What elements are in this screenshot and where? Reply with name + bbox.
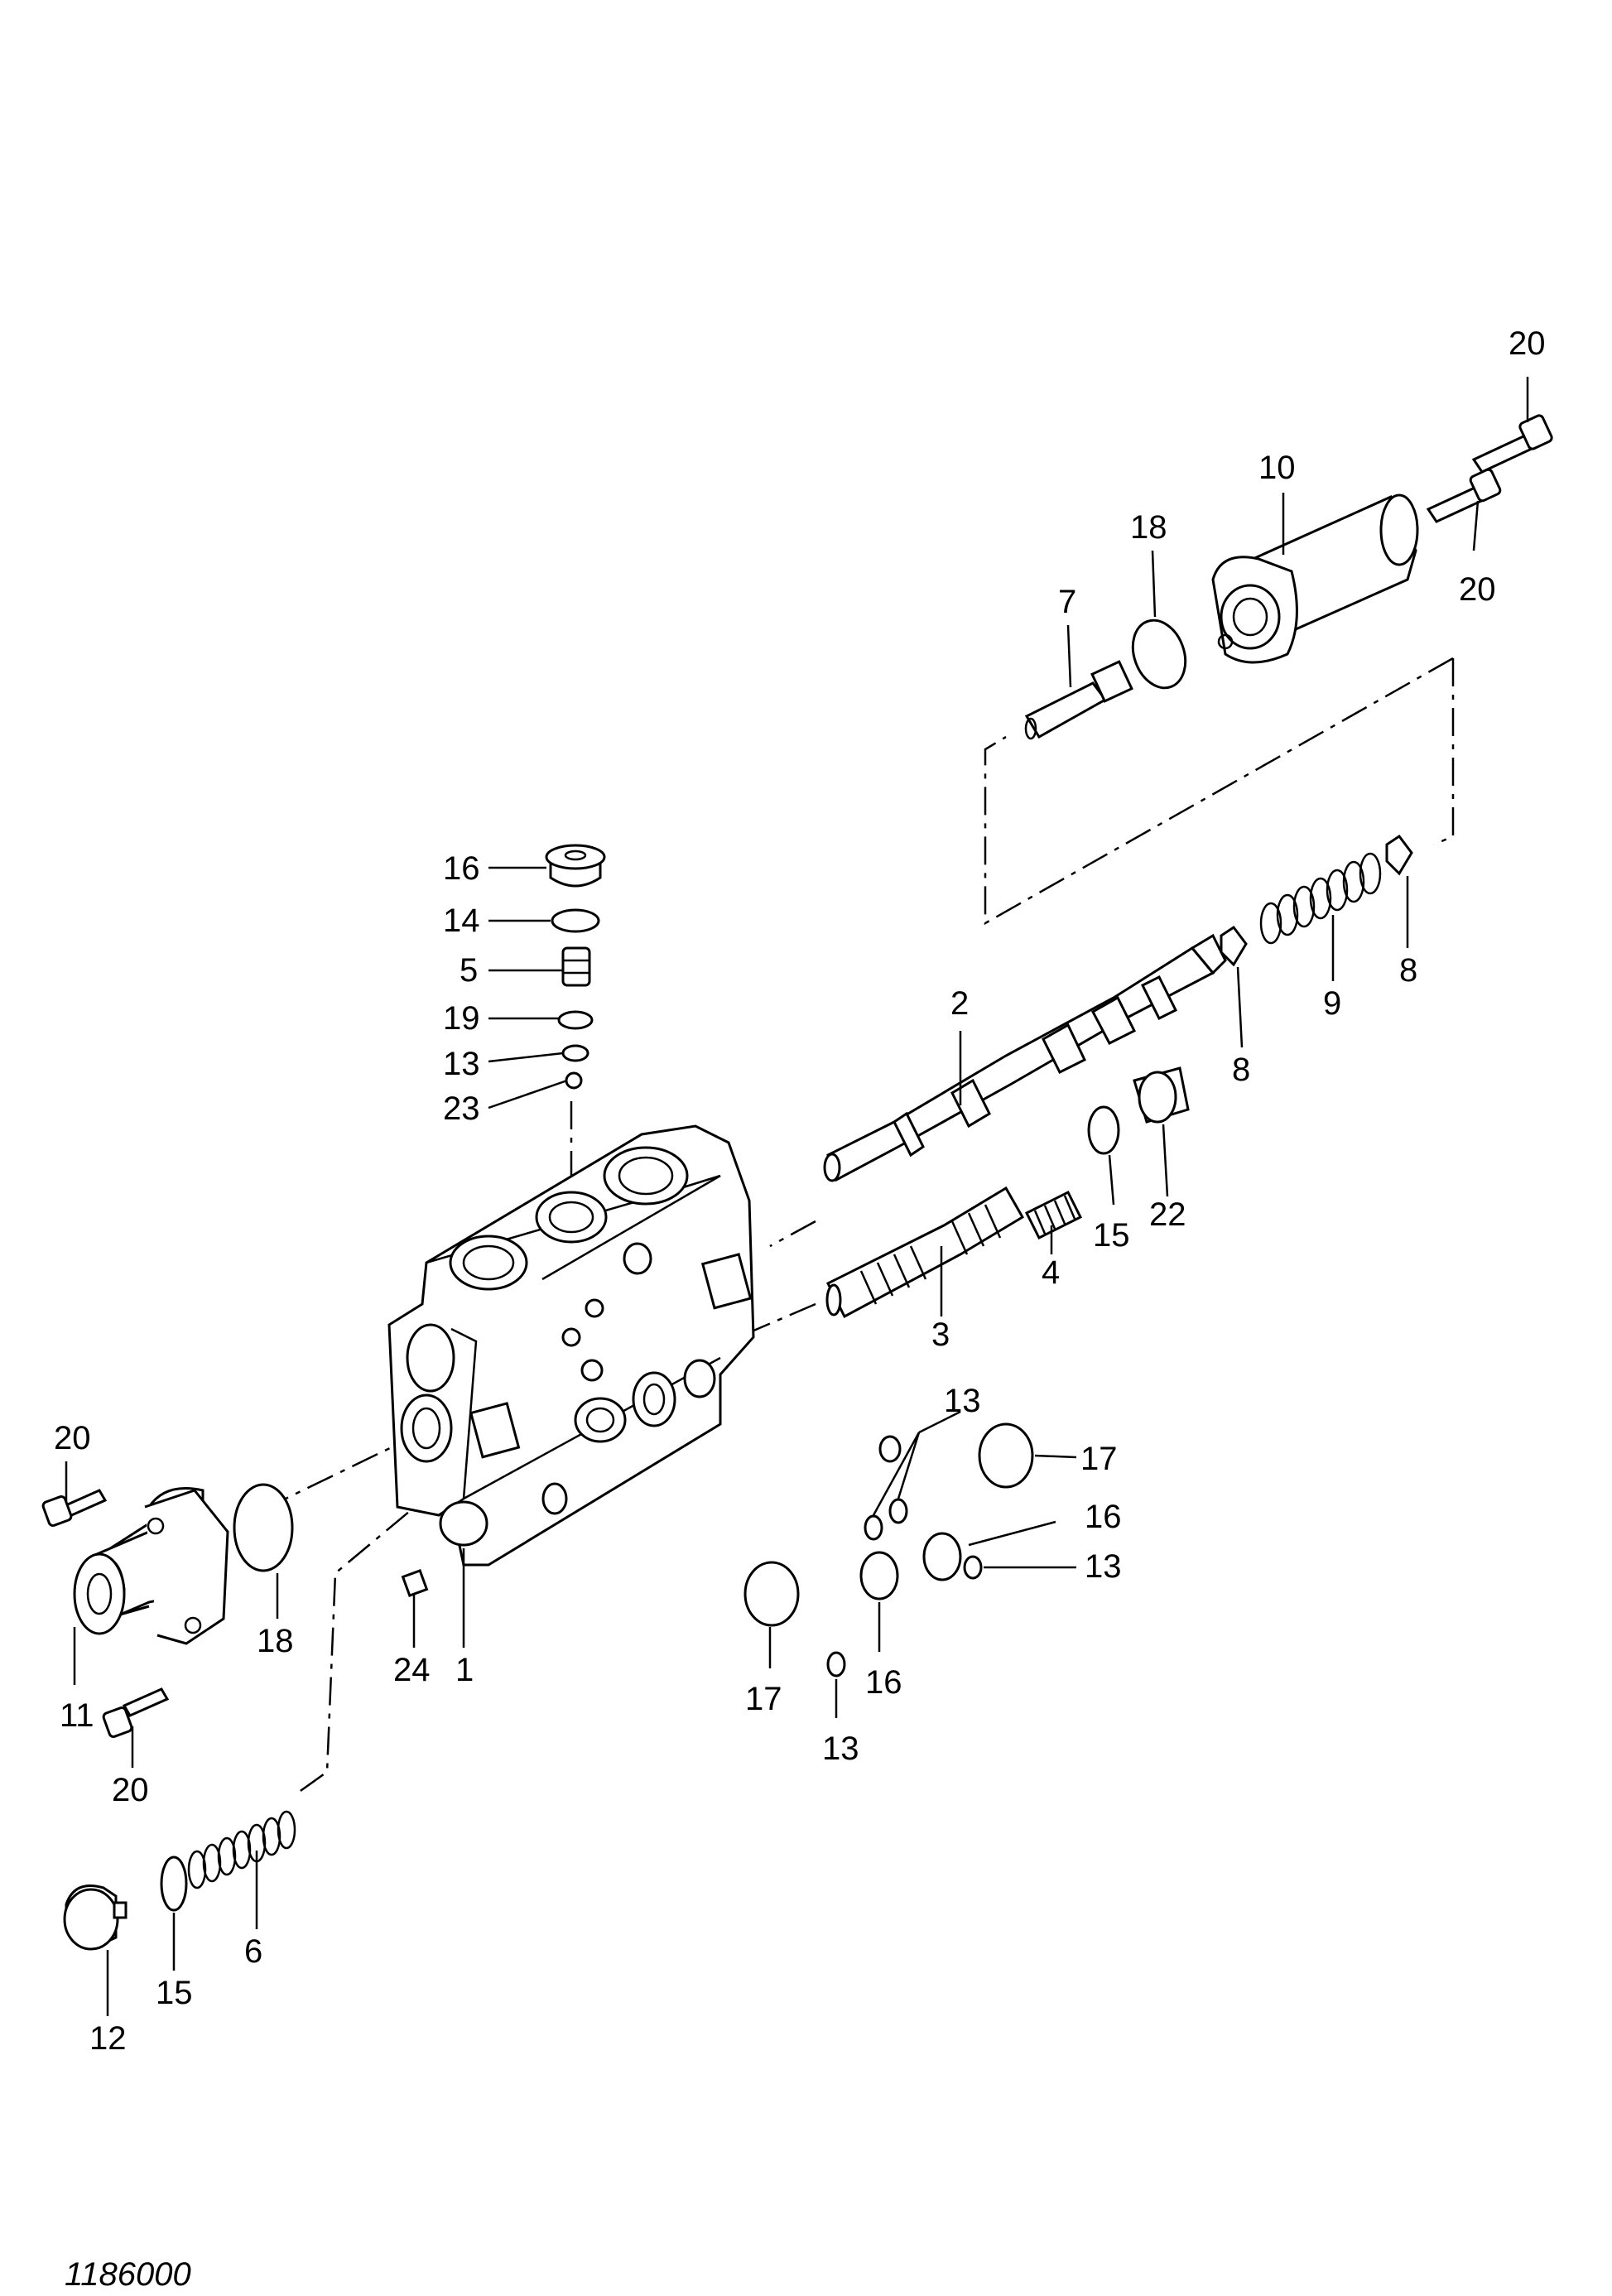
callout-16-left: 16 [865,1664,902,1701]
callout-1: 1 [455,1652,474,1688]
callout-24: 24 [393,1652,431,1688]
plug-assembly [545,844,606,1090]
front-orings [743,1422,1034,1677]
valve-housing [387,1124,755,1567]
spool [823,933,1227,1182]
callout-20-mid: 20 [1459,571,1496,608]
callout-19: 19 [443,1000,480,1037]
callout-15-right: 15 [1093,1217,1130,1254]
callout-20-top: 20 [1509,325,1546,362]
callout-20-left-top: 20 [54,1420,91,1456]
callout-17-left: 17 [745,1681,782,1717]
cap-assembly-top [1024,414,1553,740]
callout-21: 16 [443,850,480,887]
callout-2: 2 [950,985,969,1022]
coil-spring-left [187,1810,296,1889]
callout-labels: 16 14 5 19 13 23 2 3 4 15 22 8 9 8 10 18… [54,325,1546,2057]
callout-7: 7 [1058,584,1076,620]
callout-18-top: 18 [1130,509,1167,546]
callout-22: 22 [1149,1196,1186,1233]
callout-12: 12 [89,2020,127,2057]
callout-16-right: 16 [1085,1499,1122,1535]
callout-23: 23 [443,1090,480,1127]
callout-15-left: 15 [156,1975,193,2011]
callout-3: 3 [931,1316,950,1353]
callout-14: 14 [443,903,480,939]
callout-13-top: 13 [443,1046,480,1082]
callout-13-bottom: 13 [822,1730,859,1767]
centerlines [285,657,1455,1794]
drawing-number: 1186000 [65,2256,191,2293]
callout-8-right: 8 [1399,952,1417,989]
callout-5: 5 [460,952,478,989]
leader-lines [65,377,1529,2016]
washers-and-spring [1220,834,1413,967]
callout-11: 11 [60,1697,94,1734]
plug-spring-left [63,1810,296,1951]
spring-small [1024,1190,1083,1240]
callout-10: 10 [1258,450,1296,486]
spool-lower [825,1186,1025,1319]
callout-13-front-a: 13 [944,1383,981,1419]
callout-8-left: 8 [1232,1052,1250,1088]
callout-4: 4 [1042,1254,1060,1291]
coil-spring [1259,852,1382,945]
callout-9: 9 [1323,985,1341,1022]
callout-6: 6 [244,1933,262,1970]
oring-and-plug-right [1087,1066,1190,1155]
callout-13-front-b: 13 [1085,1548,1122,1585]
cap-assembly-left [41,1483,429,1738]
callout-17-right: 17 [1080,1441,1118,1477]
callout-20-left-bottom: 20 [112,1772,149,1808]
callout-18-left: 18 [257,1623,294,1659]
